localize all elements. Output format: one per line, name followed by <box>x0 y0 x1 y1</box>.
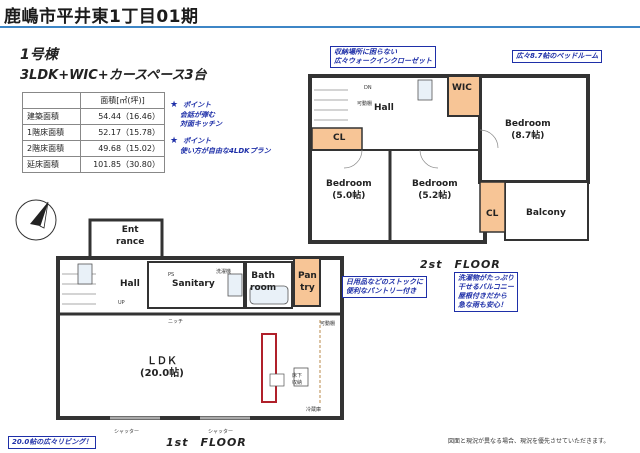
table-row: 面積[㎡(坪)] <box>22 92 165 109</box>
up-label: UP <box>118 300 125 306</box>
title-underline <box>0 26 640 28</box>
room-name: room <box>250 283 277 293</box>
room-size: (8.7帖) <box>511 131 545 141</box>
shelf-label: 可動棚 <box>357 101 373 107</box>
point-text: 対面キッチン <box>180 120 222 128</box>
wic-callout: 収納場所に困らない 広々ウォークインクローゼット <box>330 46 436 68</box>
room-size: (5.0帖) <box>332 191 366 201</box>
room-name: Bath <box>251 271 275 281</box>
layout-type: 3LDK+WIC+カースペース3台 <box>20 68 207 83</box>
star-icon: ★ <box>170 100 179 110</box>
dn-label: DN <box>364 85 372 91</box>
entrance-label: Ent rance <box>116 224 144 248</box>
table-row: 建築面積 54.44（16.46） <box>22 108 165 125</box>
room-name: Bedroom <box>412 179 458 189</box>
sanitary-label: Sanitary <box>172 279 215 289</box>
floor2-plan <box>308 74 590 244</box>
area-value: 49.68（15.02） <box>80 140 165 157</box>
star-icon: ★ <box>170 136 179 146</box>
table-row: 延床面積 101.85（30.80） <box>22 156 165 173</box>
shutter-label: シャッター <box>114 429 140 435</box>
room-name: Bedroom <box>505 119 551 129</box>
closet-label: CL <box>486 209 499 219</box>
room-size: (20.0帖) <box>140 368 184 379</box>
living-callout: 20.0帖の広々リビング！ <box>8 436 97 449</box>
page-title: 鹿嶋市平井東1丁目01期 <box>4 7 199 27</box>
room-name: Ent <box>121 225 139 235</box>
closet-label: CL <box>333 133 346 143</box>
area-table-header: 面積[㎡(坪)] <box>80 92 165 109</box>
ldk-label: ＬＤＫ (20.0帖) <box>140 356 184 380</box>
point-1: ★ ポイント 会話が弾む 対面キッチン <box>170 92 222 129</box>
balcony-label: Balcony <box>526 208 566 218</box>
ps-label: PS <box>168 272 175 278</box>
point-2: ★ ポイント 使い方が自由な4LDKプラン <box>170 128 271 156</box>
bedroom-mid: Bedroom (5.2帖) <box>412 178 458 202</box>
shelf-label: 可動棚 <box>320 321 336 327</box>
room-name: try <box>300 283 315 293</box>
bedroom-callout: 広々8.7帖のベッドルーム <box>512 50 603 63</box>
area-value: 52.17（15.78） <box>80 124 165 141</box>
floor2-hall: Hall <box>374 103 394 113</box>
fridge-label: 冷蔵庫 <box>306 407 322 413</box>
underfloor-storage: 床下 収納 <box>292 373 303 386</box>
area-label: 2階床面積 <box>22 140 81 157</box>
building-number: 1号棟 <box>20 47 58 63</box>
area-label: 1階床面積 <box>22 124 81 141</box>
area-table: 面積[㎡(坪)] 建築面積 54.44（16.46） 1階床面積 52.17（1… <box>22 92 165 173</box>
table-row: 2階床面積 49.68（15.02） <box>22 140 165 157</box>
area-label: 延床面積 <box>22 156 81 173</box>
room-name: Bedroom <box>326 179 372 189</box>
point-heading: ポイント <box>183 101 212 109</box>
room-name: rance <box>116 237 145 247</box>
bedroom-left: Bedroom (5.0帖) <box>326 178 372 202</box>
footer-note: 図面と現況が異なる場合、現況を優先させていただきます。 <box>448 438 610 445</box>
floor1-plan <box>56 218 344 420</box>
niche-label: ニッチ <box>168 319 184 325</box>
point-text: 使い方が自由な4LDKプラン <box>180 147 271 155</box>
balcony-callout: 洗濯物がたっぷり 干せるバルコニー 屋根付きだから 急な雨も安心！ <box>454 272 518 312</box>
bath-label: Bath room <box>250 270 276 294</box>
area-value: 101.85（30.80） <box>80 156 165 173</box>
room-size: (5.2帖) <box>418 191 452 201</box>
floor2-label: 2st FLOOR <box>420 258 501 271</box>
area-value: 54.44（16.46） <box>80 108 165 125</box>
pantry-label: Pan try <box>298 270 317 294</box>
table-row: 1階床面積 52.17（15.78） <box>22 124 165 141</box>
compass-north-icon <box>15 199 57 241</box>
floor1-label: 1st FLOOR <box>166 436 247 449</box>
point-text: 会話が弾む <box>180 111 215 119</box>
wic-label: WIC <box>452 83 472 93</box>
bedroom-main: Bedroom (8.7帖) <box>505 118 551 142</box>
point-heading: ポイント <box>183 137 212 145</box>
room-name: Pan <box>298 271 317 281</box>
room-name: ＬＤＫ <box>146 356 177 367</box>
area-label: 建築面積 <box>22 108 81 125</box>
floor1-hall: Hall <box>120 279 140 289</box>
pantry-callout: 日用品などのストックに 便利なパントリー付き <box>342 276 427 298</box>
shutter-label: シャッター <box>208 429 234 435</box>
washer-label: 洗濯機 <box>216 269 232 275</box>
